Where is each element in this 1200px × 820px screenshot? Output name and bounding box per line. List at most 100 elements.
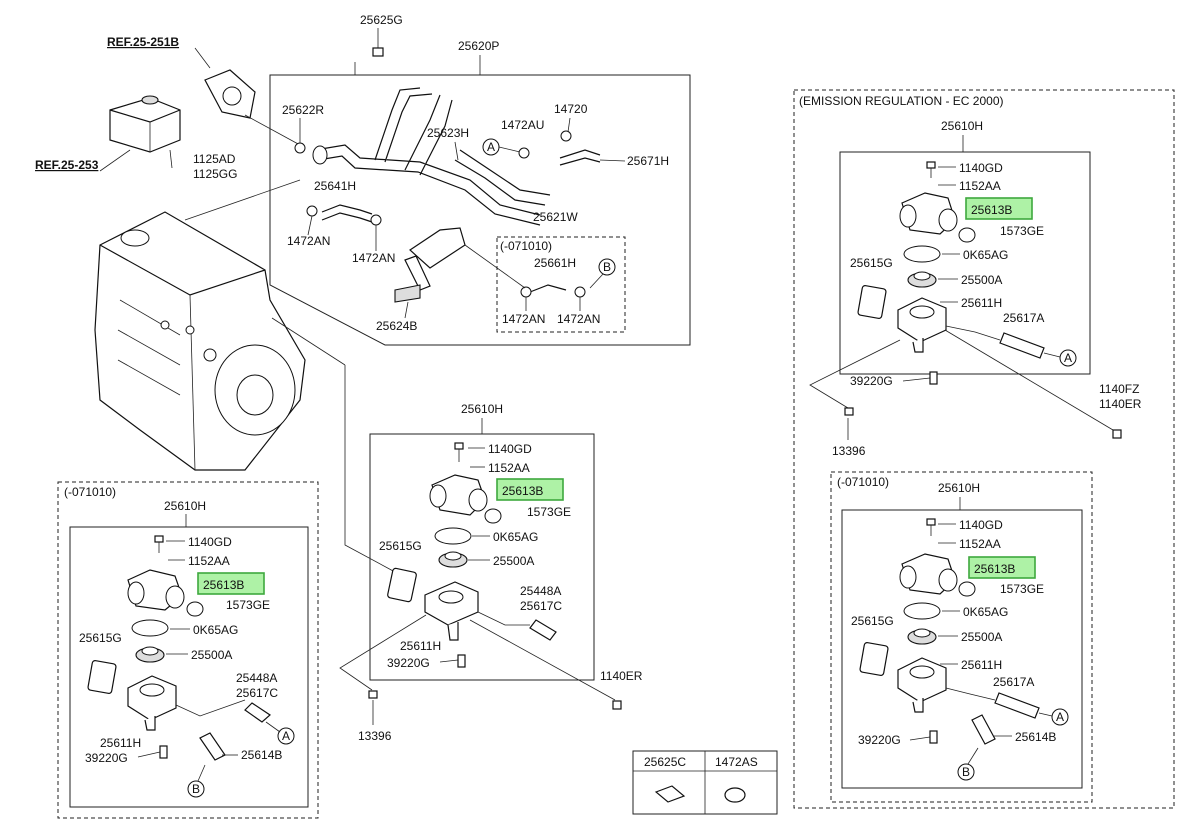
part-label: 25610H: [941, 119, 983, 133]
water-pipe-icon: [312, 87, 551, 226]
part-label: 25617C: [236, 686, 278, 700]
part-label: 25661H: [534, 256, 576, 270]
highlight-25613b[interactable]: [496, 478, 564, 501]
bolt-icon: [926, 518, 936, 536]
gasket-icon: [859, 642, 889, 676]
part-label-highlighted[interactable]: 25613B: [203, 578, 244, 592]
part-label: 1140GD: [488, 442, 532, 456]
part-label: 25500A: [961, 630, 1002, 644]
svg-text:B: B: [962, 765, 970, 779]
part-label: 1472AN: [287, 234, 330, 248]
b-marker-icon: B: [598, 258, 616, 276]
part-label: 25611H: [400, 639, 441, 653]
svg-text:A: A: [282, 729, 290, 743]
highlight-25613b[interactable]: [968, 556, 1036, 579]
thermostat-box-right-lower: [841, 509, 1083, 789]
part-label: 39220G: [850, 374, 893, 388]
sub-box-title: (-071010): [500, 239, 552, 253]
a-marker-icon: A: [1059, 349, 1077, 367]
part-label: 0K65AG: [963, 605, 1008, 619]
thermostat-box-center: [369, 433, 595, 681]
water-inlet-icon: [897, 297, 947, 353]
gasket-icon: [903, 245, 941, 263]
bolt-icon: [1112, 429, 1122, 439]
part-label: 1573GE: [1000, 582, 1044, 596]
variant-title: (EMISSION REGULATION - EC 2000): [799, 94, 1004, 108]
variant-box-left: [57, 481, 319, 819]
hose-icon: [199, 732, 226, 761]
thermostat-icon: [907, 271, 937, 288]
b-marker-icon: B: [187, 780, 205, 798]
part-label-highlighted[interactable]: 25613B: [974, 562, 1015, 576]
water-inlet-icon: [424, 581, 479, 641]
legend-col-2: 1472AS: [715, 755, 758, 769]
svg-text:A: A: [1056, 710, 1064, 724]
clip-icon: [654, 785, 686, 803]
ref-leader: [194, 47, 211, 69]
hose-icon: [321, 204, 373, 215]
bolt-icon: [844, 407, 854, 416]
hose-icon: [999, 332, 1045, 359]
part-label: 0K65AG: [963, 248, 1008, 262]
part-label: 1573GE: [1000, 224, 1044, 238]
gasket-icon: [387, 567, 417, 603]
part-label: 13396: [358, 729, 392, 743]
part-label: 1472AN: [557, 312, 600, 326]
water-flange-icon: [204, 69, 256, 119]
gasket-icon: [87, 660, 117, 694]
clamp-icon: [560, 130, 572, 142]
part-label: 39220G: [387, 656, 430, 670]
water-inlet-icon: [897, 657, 947, 713]
part-label: 1573GE: [527, 505, 571, 519]
part-label: 1140ER: [1099, 397, 1142, 411]
svg-text:B: B: [603, 260, 611, 274]
highlight-25613b[interactable]: [197, 572, 265, 595]
part-label: 25622R: [282, 103, 324, 117]
variant-title: (-071010): [64, 485, 116, 499]
part-label: 0K65AG: [193, 623, 238, 637]
a-marker-icon: A: [482, 138, 500, 156]
part-label: 1152AA: [959, 179, 1001, 193]
svg-text:A: A: [1064, 351, 1072, 365]
part-label: 1573GE: [226, 598, 270, 612]
part-label: 1125GG: [193, 167, 237, 181]
svg-text:B: B: [192, 782, 200, 796]
seal-icon: [186, 601, 204, 617]
engine-block-icon: [94, 211, 306, 471]
part-label: 1125AD: [193, 152, 236, 166]
part-label: 39220G: [85, 751, 128, 765]
bolt-icon: [926, 161, 936, 178]
part-label: 25641H: [314, 179, 356, 193]
hose-icon: [994, 692, 1040, 719]
sensor-icon: [929, 371, 938, 385]
part-label: 1152AA: [959, 537, 1001, 551]
ref-25-253-link[interactable]: REF.25-253: [35, 158, 99, 172]
part-label: 1152AA: [188, 554, 230, 568]
part-label-highlighted[interactable]: 25613B: [971, 203, 1012, 217]
gasket-icon: [857, 285, 887, 319]
part-label: 0K65AG: [493, 530, 538, 544]
part-label: 25500A: [961, 273, 1002, 287]
part-label: 25611H: [961, 658, 1002, 672]
part-label: 25611H: [100, 736, 141, 750]
bolt-icon: [454, 442, 464, 462]
clamp-icon: [520, 286, 532, 298]
a-marker-icon: A: [1051, 708, 1069, 726]
part-label-highlighted[interactable]: 25613B: [502, 484, 543, 498]
clamp-icon: [574, 286, 586, 298]
part-label: 39220G: [858, 733, 901, 747]
sensor-icon: [457, 654, 466, 668]
part-label: 1152AA: [488, 461, 530, 475]
pipe-fitting-icon: [394, 227, 466, 303]
part-label: 1472AN: [502, 312, 545, 326]
highlight-25613b[interactable]: [965, 197, 1033, 220]
thermostat-housing-icon: [127, 569, 185, 611]
thermostat-icon: [438, 551, 468, 568]
clamp-icon: [518, 147, 530, 159]
seal-icon: [958, 581, 976, 597]
ref-leader: [99, 149, 131, 172]
ref-25-251b-link[interactable]: REF.25-251B: [107, 35, 179, 49]
hose-icon: [244, 702, 271, 723]
part-label: 1140GD: [188, 535, 232, 549]
